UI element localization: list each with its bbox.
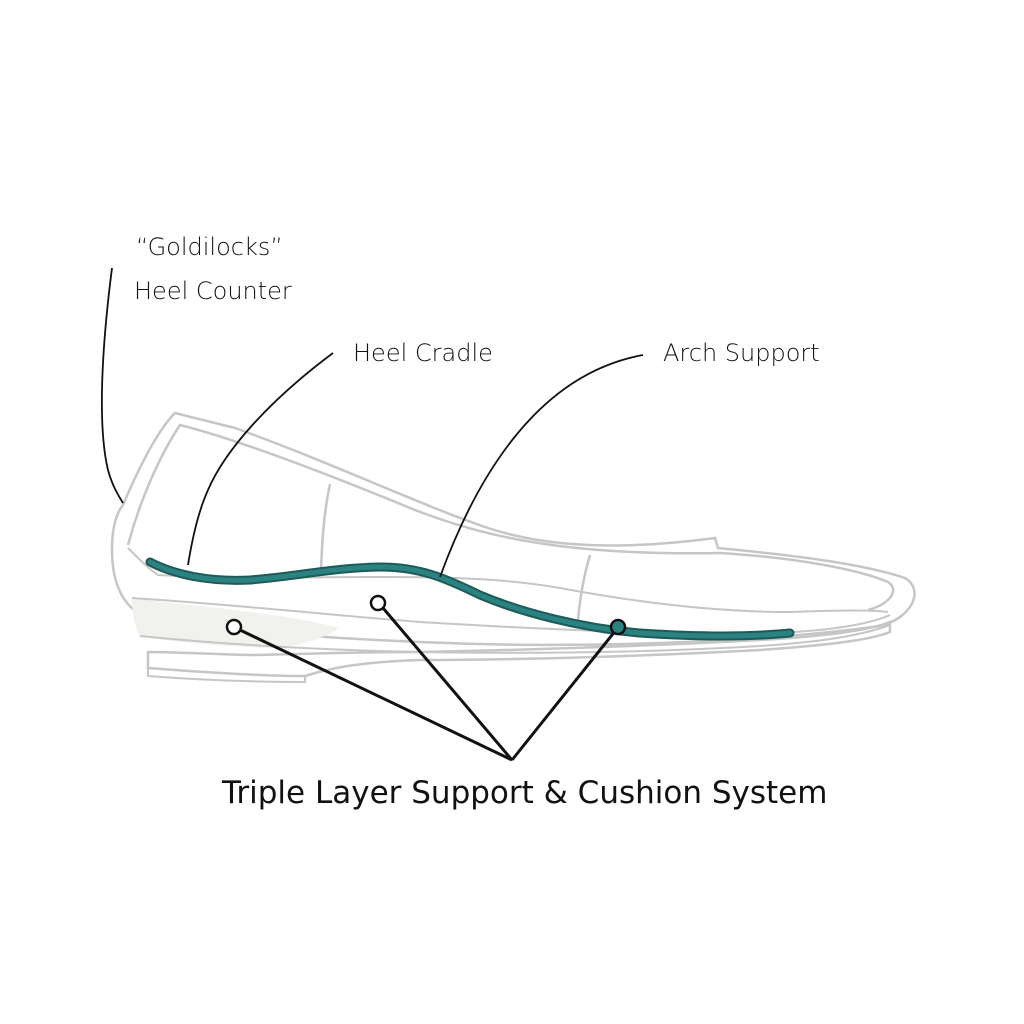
midsole-line-2: [139, 624, 891, 654]
outsole-base: [147, 668, 306, 684]
label-heel-cradle: Heel Cradle: [353, 339, 493, 367]
label-heel-counter-line1: “Goldilocks”: [136, 233, 283, 261]
leader-layer-3: [510, 629, 618, 761]
seam-line-rear: [319, 483, 332, 573]
support-layer: [147, 559, 793, 639]
seam-line-front: [576, 554, 592, 621]
midsole-line-1: [131, 597, 891, 636]
footbed-edge: [127, 547, 889, 614]
leader-layer-1: [239, 628, 513, 762]
label-heel-counter-line2: Heel Counter: [134, 277, 292, 305]
leader-layer-2: [381, 607, 514, 761]
leader-heel-counter: [101, 267, 124, 504]
leader-arch-support: [439, 354, 644, 578]
marker-midsole-layer: [369, 594, 387, 612]
outsole: [146, 620, 892, 678]
marker-support-layer: [609, 618, 627, 636]
system-title: Triple Layer Support & Cushion System: [222, 775, 828, 811]
label-arch-support: Arch Support: [663, 339, 820, 367]
shoe-inner-outline: [126, 423, 895, 612]
marker-cushion-layer: [225, 618, 243, 636]
leader-heel-cradle: [187, 352, 334, 566]
